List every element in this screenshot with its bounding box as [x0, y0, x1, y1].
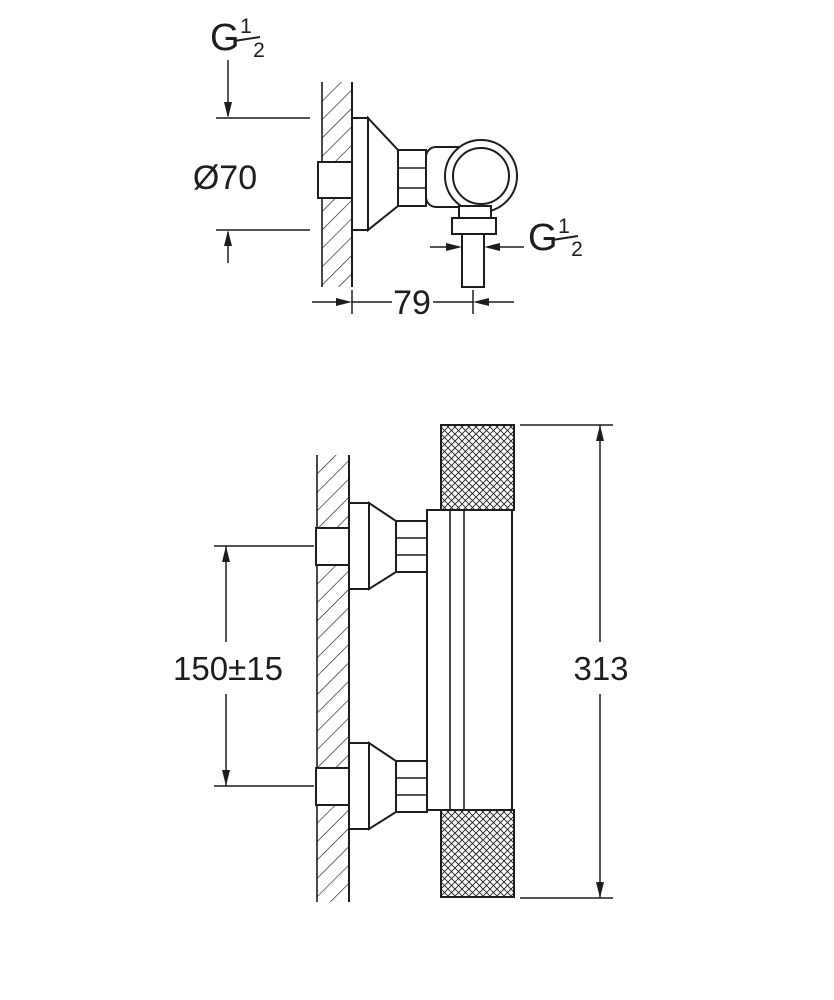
- inlet-square-nut-top: [315, 527, 351, 566]
- dim-outlet-thread: G 1 2: [430, 215, 583, 261]
- arrow-up: [224, 230, 232, 246]
- escutcheon-flange: [351, 117, 369, 231]
- fraction-bar: [551, 235, 579, 241]
- arrow-down: [224, 102, 232, 118]
- dim-connection-spacing: 150±15: [173, 545, 314, 787]
- label-inlet-thread-prefix: G: [210, 17, 240, 59]
- label-outlet-thread-denominator: 2: [571, 238, 583, 261]
- label-inlet-thread-denominator: 2: [253, 39, 265, 62]
- outlet-shoulder: [458, 205, 492, 219]
- fraction-bar: [233, 36, 261, 42]
- inlet-square-nut-bottom: [315, 767, 351, 806]
- union-hex-nut: [397, 149, 427, 207]
- top-view-side-projection: G 1 2 Ø70 G 1 2: [193, 15, 583, 322]
- outlet-nut: [451, 217, 497, 235]
- arrow-left: [484, 243, 500, 251]
- escutcheon-cone-bottom: [368, 741, 397, 831]
- arrow-left: [473, 298, 489, 306]
- arrow-up: [596, 425, 604, 441]
- label-total-height: 313: [573, 650, 628, 687]
- volume-handle-knurled: [440, 809, 515, 898]
- dim-projection-depth: 79: [312, 284, 514, 322]
- escutcheon-flange-top: [348, 502, 370, 590]
- arrow-right: [446, 243, 462, 251]
- knurled-handles: [440, 424, 515, 898]
- arrow-right: [336, 298, 352, 306]
- outlet-pipe: [461, 233, 485, 288]
- inlet-square-nut: [317, 161, 353, 199]
- arrow-down: [222, 770, 230, 786]
- temperature-handle-knurled: [440, 424, 515, 511]
- escutcheon-cone: [367, 115, 399, 233]
- label-outlet-thread-prefix: G: [528, 217, 558, 259]
- outlet-connection-side: [451, 205, 497, 288]
- escutcheon-cone-top: [368, 501, 397, 591]
- dim-inlet-thread: G 1 2: [210, 15, 265, 263]
- union-bottom-front: [315, 741, 428, 831]
- thermostat-body-front: [426, 509, 513, 811]
- label-outlet-thread-numerator: 1: [558, 215, 570, 238]
- union-top-front: [315, 501, 428, 591]
- arrow-up: [222, 546, 230, 562]
- inlet-union-side: [317, 115, 427, 233]
- temperature-knob-outer: [444, 139, 518, 213]
- escutcheon-flange-bottom: [348, 742, 370, 830]
- label-inlet-thread-numerator: 1: [240, 15, 252, 38]
- dim-total-height: 313: [520, 424, 629, 899]
- label-projection-depth: 79: [393, 284, 431, 322]
- temperature-knob-inner: [452, 147, 510, 205]
- label-connection-spacing: 150±15: [173, 650, 283, 687]
- union-hex-nut-bottom: [395, 760, 428, 813]
- wall-hatch-front: [317, 455, 349, 902]
- arrow-down: [596, 882, 604, 898]
- body-cylinder: [426, 509, 513, 811]
- front-view: 150±15 313: [173, 424, 629, 902]
- mixer-body-side: [425, 139, 518, 213]
- wall-section-front: [316, 455, 350, 902]
- label-escutcheon-diameter: Ø70: [193, 159, 257, 197]
- union-hex-nut-top: [395, 520, 428, 573]
- dim-escutcheon-diameter: Ø70: [193, 117, 310, 231]
